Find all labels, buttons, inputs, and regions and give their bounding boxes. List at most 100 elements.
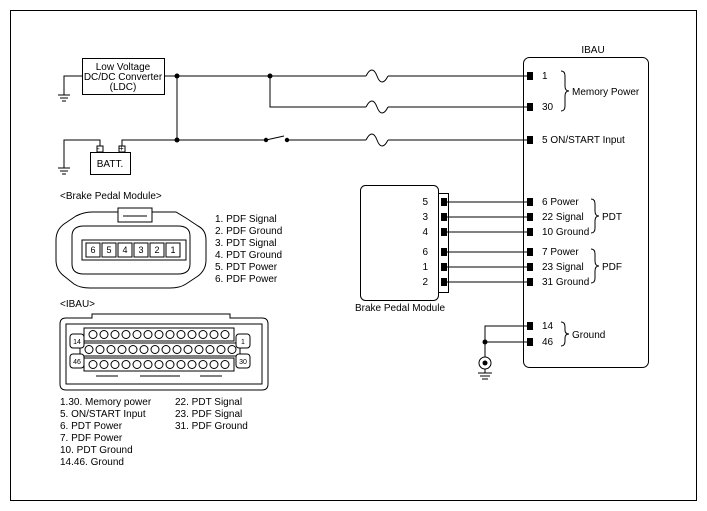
- ibau-connector-cavity: [154, 330, 164, 339]
- ldc-unit: Low Voltage DC/DC Converter (LDC): [82, 58, 165, 95]
- bpm-signal-wires: [447, 201, 527, 283]
- ibau-connector-pin-46: 46: [73, 359, 81, 366]
- group-pdt: PDT: [602, 212, 622, 223]
- chassis-ground-icon: [478, 356, 492, 380]
- battery-ground-symbol: [58, 139, 101, 175]
- brake-pedal-module: [360, 185, 449, 301]
- ibau-connector-pin-30: 30: [239, 359, 247, 366]
- bpm-connector-pins: [85, 242, 181, 258]
- ibau-legend-item: 31. PDF Ground: [175, 421, 248, 432]
- ibau-connector-cavity: [161, 345, 171, 354]
- ibau-legend-item: 22. PDT Signal: [175, 397, 242, 408]
- ibau-connector-cavity: [198, 330, 208, 339]
- ibau-pin-terminals: [527, 72, 533, 346]
- bpm-pin-label: 1: [422, 262, 428, 273]
- battery-label: BATT.: [97, 159, 123, 170]
- ibau-pin-30: 30: [542, 102, 554, 113]
- ibau-pin-31: 31 Ground: [542, 277, 589, 288]
- battery-minus: -: [97, 144, 100, 153]
- ibau-legend-item: 5. ON/START Input: [60, 409, 146, 420]
- bpm-pin-number: 3: [138, 245, 143, 255]
- ibau-pin-7: 7 Power: [542, 247, 579, 258]
- ibau-connector-cavity: [143, 360, 153, 369]
- ibau-connector-cavity: [194, 345, 204, 354]
- bpm-pin-label: 2: [422, 277, 428, 288]
- bpm-legend-item: 4. PDT Ground: [215, 250, 282, 261]
- bpm-connector-legend: 1. PDF Signal 2. PDF Ground 3. PDT Signa…: [215, 214, 282, 285]
- ldc-ground-symbol: [58, 75, 82, 102]
- bpm-pin-number: 2: [154, 245, 159, 255]
- ldc-label-line3: (LDC): [110, 82, 137, 93]
- ibau-connector-cavity: [209, 360, 219, 369]
- bpm-pin-number: 1: [170, 245, 175, 255]
- ibau-connector-cavity: [143, 330, 153, 339]
- ibau-connector-cavity: [132, 330, 142, 339]
- bpm-legend-item: 2. PDF Ground: [215, 226, 282, 237]
- brake-pedal-module-label: Brake Pedal Module: [355, 303, 445, 314]
- battery: - + BATT.: [90, 144, 131, 175]
- ibau-connector-pin-14: 14: [73, 339, 81, 346]
- ibau-pin-46: 46: [542, 337, 554, 348]
- ibau-connector-cavity: [128, 345, 138, 354]
- ibau-legend-item: 14.46. Ground: [60, 457, 124, 468]
- ibau-legend-item: 1.30. Memory power: [60, 397, 152, 408]
- ibau-connector-cavity: [187, 360, 197, 369]
- ldc-label-line2: DC/DC Converter: [84, 72, 163, 83]
- power-wiring: [121, 69, 530, 147]
- ibau-connector-cavity: [205, 345, 215, 354]
- ibau-connector-cavity: [88, 360, 98, 369]
- ibau-connector-cavity: [154, 360, 164, 369]
- bpm-terminals: [441, 198, 447, 286]
- ibau-connector-cavity: [187, 330, 197, 339]
- ibau-pin-22: 22 Signal: [542, 212, 584, 223]
- ecu-ground-wiring: [482, 325, 527, 358]
- ibau-connector-cavity: [99, 330, 109, 339]
- ibau-connector-cavity: [198, 360, 208, 369]
- ibau-connector-cavity: [209, 330, 219, 339]
- ibau-connector-cavity: [88, 330, 98, 339]
- ibau-connector-pin-1: 1: [241, 339, 245, 346]
- ibau-connector-cavity: [227, 345, 237, 354]
- bpm-pin-number: 6: [90, 245, 95, 255]
- bpm-legend-item: 1. PDF Signal: [215, 214, 277, 225]
- ibau-legend-item: 7. PDF Power: [60, 433, 123, 444]
- ibau-connector-cavity: [106, 345, 116, 354]
- bpm-pin-label: 4: [422, 227, 428, 238]
- bpm-connector-title: <Brake Pedal Module>: [60, 191, 162, 202]
- ibau-connector-cavity: [220, 330, 230, 339]
- ibau-connector-cavity: [117, 345, 127, 354]
- group-braces: [560, 70, 600, 347]
- ibau-pin-6: 6 Power: [542, 197, 579, 208]
- ibau-connector-cavity: [121, 360, 131, 369]
- ibau-connector-cavity: [150, 345, 160, 354]
- ibau-connector-cavity: [165, 330, 175, 339]
- ibau-connector-cavity: [132, 360, 142, 369]
- battery-plus: +: [119, 144, 124, 153]
- bpm-pin-label: 5: [422, 197, 428, 208]
- ldc-label-line1: Low Voltage: [96, 62, 151, 73]
- ibau-pin-1: 1: [542, 71, 548, 82]
- ibau-pin-14: 14: [542, 321, 554, 332]
- ibau-legend-item: 23. PDF Signal: [175, 409, 242, 420]
- group-ground: Ground: [572, 330, 605, 341]
- ibau-connector-cavity: [99, 360, 109, 369]
- ibau-connector-cavity: [176, 360, 186, 369]
- ibau-connector-pin-grid: [84, 330, 237, 369]
- ibau-legend-item: 10. PDT Ground: [60, 445, 133, 456]
- bpm-pin-label: 3: [422, 212, 428, 223]
- bpm-pin-label: 6: [422, 247, 428, 258]
- ibau-connector-cavity: [176, 330, 186, 339]
- ibau-pin-5: 5 ON/START Input: [542, 135, 625, 146]
- bpm-pin-number: 5: [106, 245, 111, 255]
- ibau-pin-10: 10 Ground: [542, 227, 589, 238]
- ibau-connector-cavity: [95, 345, 105, 354]
- ibau-connector-cavity: [139, 345, 149, 354]
- diagram-frame: [10, 10, 697, 501]
- ibau-connector-cavity: [172, 345, 182, 354]
- ibau-connector-cavity: [220, 360, 230, 369]
- ibau-connector-cavity: [110, 360, 120, 369]
- ibau-pin-23: 23 Signal: [542, 262, 584, 273]
- bpm-legend-item: 6. PDF Power: [215, 274, 278, 285]
- ibau-connector-cavity: [121, 330, 131, 339]
- bpm-pin-number: 4: [122, 245, 127, 255]
